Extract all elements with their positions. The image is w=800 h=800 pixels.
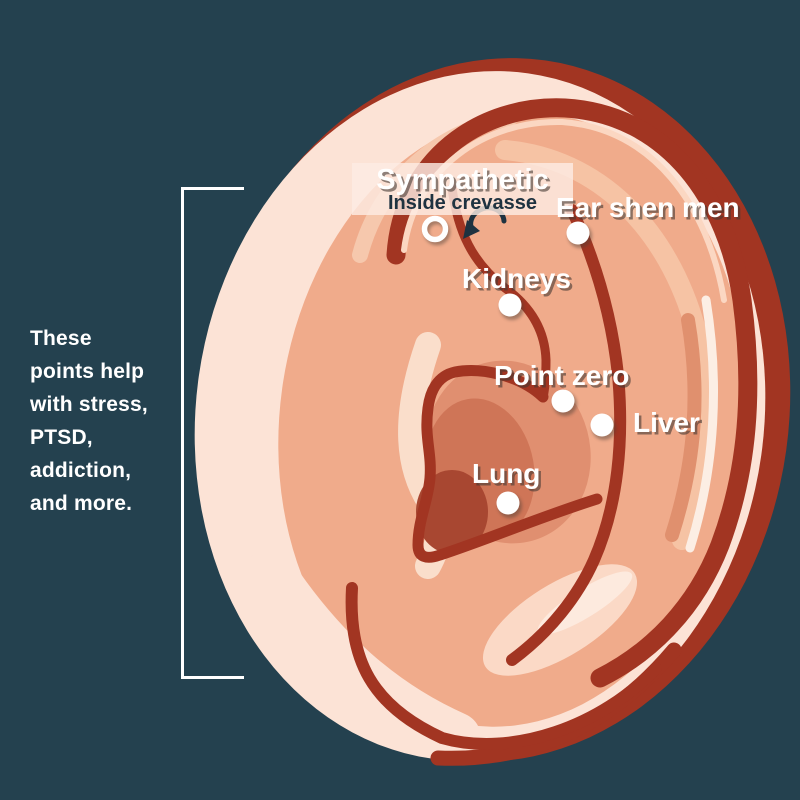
lobe-crease xyxy=(345,582,662,750)
antihelix-band xyxy=(506,204,627,666)
label-liver: Liver xyxy=(633,407,700,438)
scapha-highlight-streak xyxy=(685,295,719,553)
scapha-shade-band xyxy=(665,313,702,542)
label-lung: Lung xyxy=(472,458,541,489)
sympathetic-label-band xyxy=(352,163,573,215)
ear-canal-shadow xyxy=(416,470,488,554)
marker-ear-shen-men-dot xyxy=(566,221,590,245)
marker-lung-dot xyxy=(496,491,520,515)
helix-crus-line xyxy=(447,183,551,403)
label-inside-crevasse: Inside crevasse xyxy=(388,192,537,214)
label-ear-shen-men: Ear shen men xyxy=(556,192,740,223)
marker-liver-dot xyxy=(590,413,614,437)
caption-line: with stress, xyxy=(30,393,148,416)
marker-sympathetic-ring xyxy=(421,215,449,243)
caption-line: addiction, xyxy=(30,459,132,482)
caption-line: These xyxy=(30,327,92,350)
caption-text: These points help with stress, PTSD, add… xyxy=(30,322,148,520)
caption-bracket xyxy=(181,187,244,679)
helix-fold-band xyxy=(386,98,758,688)
marker-kidneys-dot xyxy=(498,293,522,317)
point-markers xyxy=(421,215,616,518)
label-sympathetic: Sympathetic xyxy=(376,164,549,196)
concha-outline xyxy=(412,365,603,563)
caption-line: points help xyxy=(30,360,145,383)
caption-line: PTSD, xyxy=(30,426,93,449)
caption-line: and more. xyxy=(30,492,133,515)
marker-point-zero-dot xyxy=(551,389,575,413)
label-kidneys: Kidneys xyxy=(462,263,571,294)
label-point-zero: Point zero xyxy=(494,360,630,391)
